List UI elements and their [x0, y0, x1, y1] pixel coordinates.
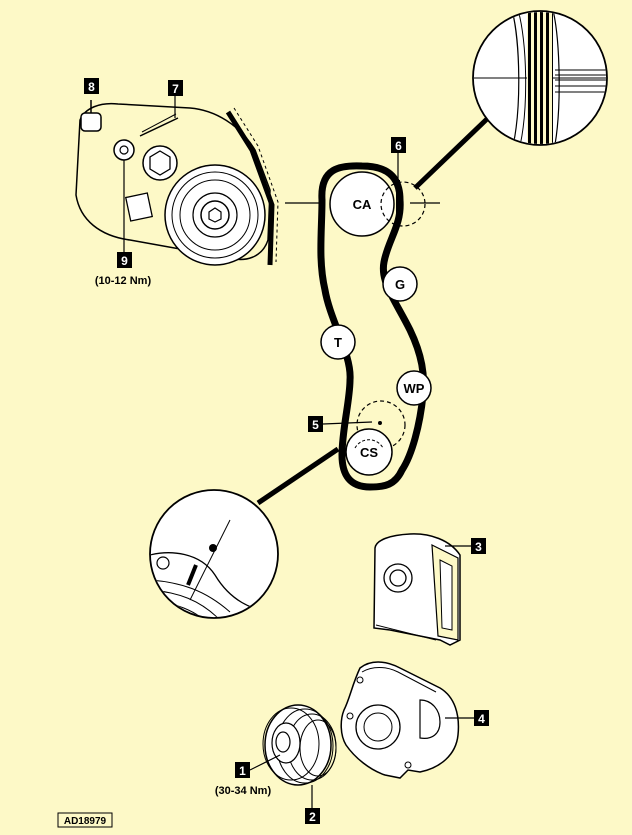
camshaft-mark-detail — [413, 10, 608, 190]
water-pump-pulley-label: WP — [404, 381, 425, 396]
bolt-9 — [113, 139, 135, 161]
callout-2-label: 2 — [309, 810, 316, 824]
tensioner-assembly — [75, 100, 279, 266]
crankshaft-drive-pulley — [262, 704, 337, 786]
callout-5-label: 5 — [312, 418, 319, 432]
callout-4-label: 4 — [478, 712, 485, 726]
callout-6: 6 — [391, 137, 406, 182]
callout-8: 8 — [84, 78, 99, 94]
callout-3: 3 — [445, 538, 486, 554]
crankshaft-pulley: CS — [345, 428, 393, 476]
callout-4: 4 — [445, 710, 489, 726]
upper-timing-cover — [373, 533, 461, 646]
crankshaft-pulley-label: CS — [360, 445, 378, 460]
water-pump-pulley: WP — [396, 370, 432, 406]
torque-pulley-1: (30-34 Nm) — [215, 785, 272, 797]
callout-7-label: 7 — [172, 82, 179, 96]
camshaft-pulley: CA — [329, 171, 395, 237]
callout-9: 9 (10-12 Nm) — [95, 160, 152, 287]
callout-6-label: 6 — [395, 139, 402, 153]
guide-pulley: G — [382, 266, 418, 302]
callout-1-label: 1 — [239, 764, 246, 778]
callout-1: 1 (30-34 Nm) — [215, 754, 281, 797]
crankshaft-mark-detail — [149, 446, 340, 619]
tensioner-idler-pulley: T — [320, 324, 356, 360]
torque-bolt-9: (10-12 Nm) — [95, 275, 152, 287]
cam-timing-mark-zone — [380, 181, 426, 227]
callout-3-label: 3 — [475, 540, 482, 554]
bolt-8-head — [80, 112, 102, 132]
callout-7: 7 — [168, 80, 183, 118]
callout-5: 5 — [308, 416, 373, 432]
callout-2: 2 — [305, 785, 320, 824]
lower-timing-cover — [340, 661, 460, 779]
reference-code: AD18979 — [64, 816, 107, 827]
tensioner-idler-label: T — [334, 335, 342, 350]
callout-8-label: 8 — [88, 80, 95, 94]
reference-code-box: AD18979 — [57, 812, 113, 828]
camshaft-pulley-label: CA — [353, 197, 372, 212]
callout-9-label: 9 — [121, 254, 128, 268]
guide-pulley-label: G — [395, 277, 405, 292]
